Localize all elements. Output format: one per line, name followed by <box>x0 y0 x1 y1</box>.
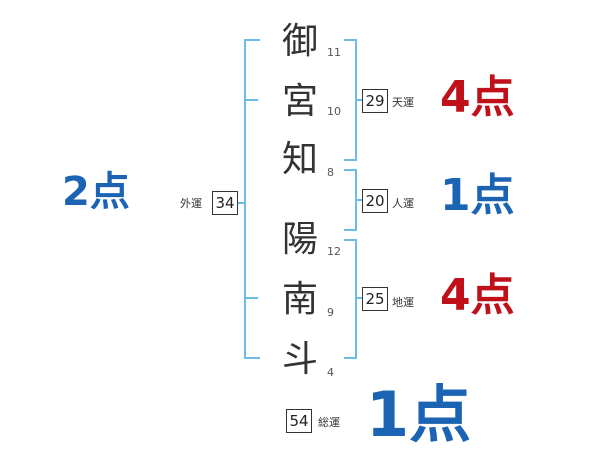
stroke-count-1: 11 <box>327 46 341 59</box>
name-char-5: 南 <box>281 279 318 320</box>
jinun-score: 1点 <box>440 170 515 221</box>
stroke-count-6: 4 <box>327 366 334 379</box>
tenun-score: 4点 <box>440 72 515 123</box>
tenun-value-box: 29 <box>362 89 388 113</box>
gaiun-score: 2点 <box>62 169 130 215</box>
right-bracket-jinun <box>344 169 357 231</box>
soun-value-box: 54 <box>286 409 312 433</box>
gaiun-label: 外運 <box>180 197 202 210</box>
name-char-2: 宮 <box>281 81 318 122</box>
chiun-score: 4点 <box>440 270 515 321</box>
jinun-value-box: 20 <box>362 189 388 213</box>
jinun-label: 人運 <box>392 197 414 210</box>
chiun-value-box: 25 <box>362 287 388 311</box>
tenun-label: 天運 <box>392 96 414 109</box>
stroke-count-3: 8 <box>327 166 334 179</box>
stroke-count-4: 12 <box>327 245 341 258</box>
name-char-4: 陽 <box>281 219 318 260</box>
gaiun-value-box: 34 <box>212 191 238 215</box>
soun-label: 総運 <box>318 416 340 429</box>
soun-score: 1点 <box>366 378 472 451</box>
stroke-count-2: 10 <box>327 105 341 118</box>
name-char-6: 斗 <box>281 339 318 380</box>
chiun-label: 地運 <box>392 296 414 309</box>
name-char-3: 知 <box>281 139 318 180</box>
name-char-1: 御 <box>281 21 318 62</box>
right-bracket-chiun <box>344 239 357 359</box>
stroke-count-5: 9 <box>327 306 334 319</box>
left-bracket-gaiun <box>244 39 260 359</box>
right-bracket-tenun <box>344 39 357 161</box>
